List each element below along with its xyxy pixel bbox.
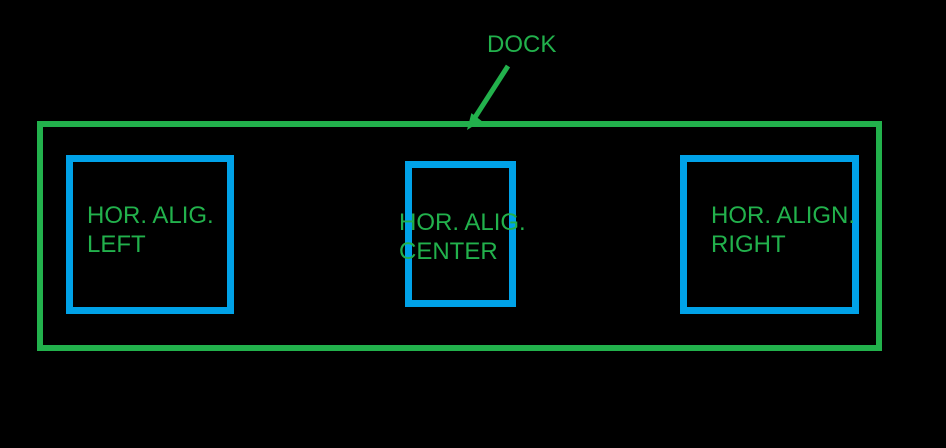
panel-hor-align-right [680, 155, 859, 314]
dock-rectangle [37, 121, 882, 351]
panel-label-center-line1: HOR. ALIG. [399, 209, 526, 236]
panel-label-right: HOR. ALIGN. RIGHT [711, 201, 855, 259]
panel-hor-align-left [66, 155, 234, 314]
dock-label: DOCK [487, 31, 557, 58]
panel-label-left: HOR. ALIG. LEFT [87, 201, 214, 259]
panel-hor-align-center [405, 161, 516, 307]
panel-label-right-line2: RIGHT [711, 231, 786, 258]
panel-label-center: HOR. ALIG. CENTER [399, 208, 526, 266]
arrow-line [469, 64, 511, 124]
panel-label-right-line1: HOR. ALIGN. [711, 202, 856, 229]
panel-label-center-line2: CENTER [399, 238, 498, 265]
panel-label-left-line1: HOR. ALIG. [87, 202, 214, 229]
panel-label-left-line2: LEFT [87, 231, 146, 258]
